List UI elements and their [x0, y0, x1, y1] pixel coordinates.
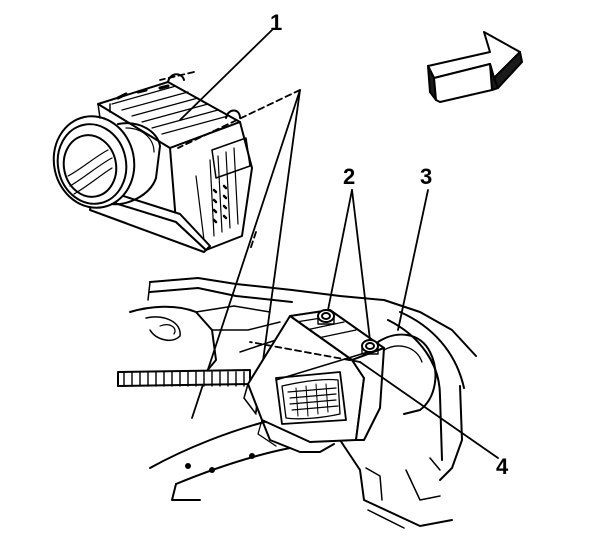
callout-leaders	[249, 189, 499, 459]
callout-1: 1	[270, 10, 283, 35]
callout-1-leader	[179, 29, 273, 121]
callout-2-leader-a	[327, 189, 353, 311]
callout-3: 3	[420, 164, 433, 189]
callout-3-leader	[397, 189, 429, 331]
callout-4-leader	[359, 361, 499, 459]
callout-4: 4	[496, 454, 509, 479]
forward-arrow-icon	[427, 31, 523, 103]
callout-2-leader-b	[351, 189, 371, 341]
callout-2: 2	[343, 164, 356, 189]
module-exploded-view	[52, 73, 253, 253]
installed-module	[243, 309, 385, 453]
vehicle-body-structure	[117, 277, 477, 529]
